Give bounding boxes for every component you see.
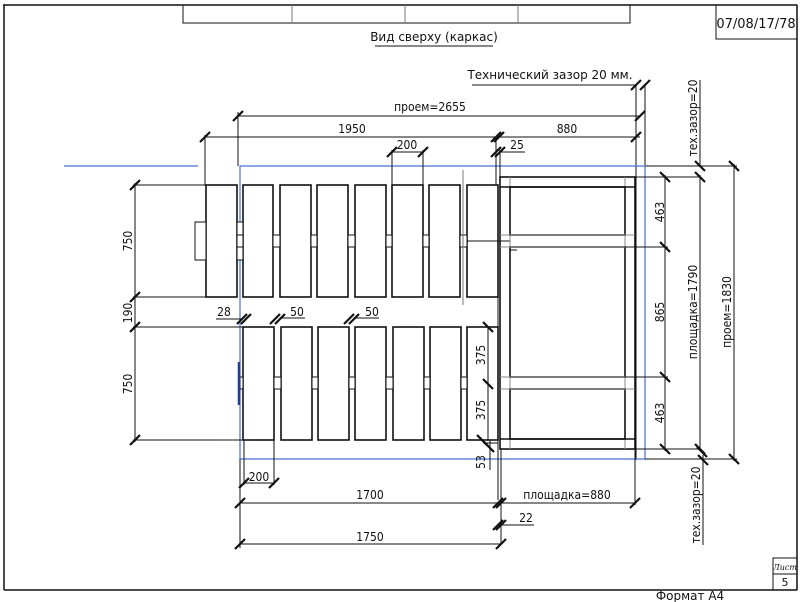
handle — [194, 221, 207, 261]
top-title-table — [182, 4, 631, 24]
dim-platform-880: площадка=880 — [523, 488, 611, 502]
slat — [391, 184, 424, 298]
sheet-number-box: Лист 5 — [772, 557, 798, 591]
slat — [354, 184, 387, 298]
slat — [317, 326, 350, 441]
sheet-label: Лист — [772, 563, 797, 572]
dim-190: 190 — [121, 303, 135, 324]
dimension-labels: проем=2655 1950 880 200 25 28 50 50 200 … — [121, 79, 734, 544]
dim-200-bottom: 200 — [249, 470, 270, 484]
slat-connectors-bottom — [237, 362, 468, 405]
dim-375-a: 375 — [474, 345, 488, 366]
dim-1750: 1750 — [356, 530, 384, 544]
slat — [316, 184, 349, 298]
slat — [466, 326, 499, 441]
dim-200-top: 200 — [397, 138, 418, 152]
view-title-text: Вид сверху (каркас) — [370, 30, 498, 44]
slat — [354, 326, 387, 441]
slat — [242, 184, 274, 298]
dim-50-b: 50 — [365, 305, 379, 319]
dim-53: 53 — [474, 455, 488, 469]
dimension-lines — [133, 80, 737, 548]
dim-50-a: 50 — [290, 305, 304, 319]
dim-880: 880 — [557, 122, 578, 136]
dim-tech-gap-bottom: тех.зазор=20 — [689, 466, 703, 543]
slat — [279, 184, 312, 298]
slat — [428, 184, 461, 298]
dim-750-bottom: 750 — [121, 374, 135, 395]
slat — [205, 184, 238, 298]
tech-gap-note: Технический зазор 20 мм. — [466, 68, 646, 460]
dim-375-b: 375 — [474, 400, 488, 421]
dim-28: 28 — [217, 305, 231, 319]
dim-opening-2655: проем=2655 — [394, 100, 466, 114]
dim-25: 25 — [510, 138, 524, 152]
dim-22: 22 — [519, 511, 533, 525]
format-label: Формат А4 — [656, 589, 724, 602]
platform-frame — [497, 176, 636, 545]
tech-gap-note-text: Технический зазор 20 мм. — [466, 68, 632, 82]
dim-opening-1830: проем=1830 — [720, 276, 734, 348]
dim-463-bottom: 463 — [653, 403, 667, 424]
slat — [242, 326, 275, 441]
slat — [429, 326, 462, 441]
dim-tech-gap-top: тех.зазор=20 — [686, 79, 700, 156]
stamp-box: 07/08/17/78 — [715, 4, 798, 40]
view-title: Вид сверху (каркас) — [370, 30, 498, 47]
stamp-code: 07/08/17/78 — [716, 17, 795, 32]
dimension-ticks — [129, 79, 740, 550]
slat — [392, 326, 425, 441]
sheet-number: 5 — [782, 576, 789, 589]
dim-platform-1790: площадка=1790 — [686, 265, 700, 360]
dim-463-top: 463 — [653, 202, 667, 223]
dim-865: 865 — [653, 302, 667, 323]
dim-1950: 1950 — [338, 122, 366, 136]
dim-750-top: 750 — [121, 231, 135, 252]
dim-1700: 1700 — [356, 488, 384, 502]
slat — [280, 326, 313, 441]
